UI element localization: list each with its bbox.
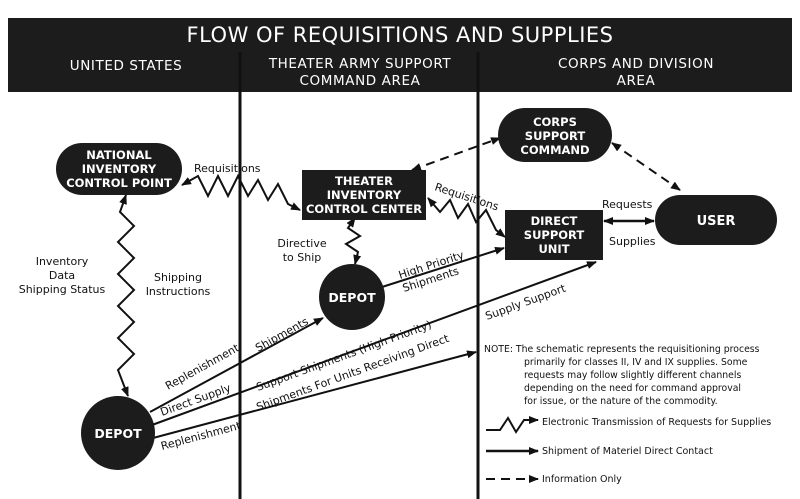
node-direct-support-unit: DIRECT SUPPORT UNIT <box>505 210 603 260</box>
node-nicp-line1: NATIONAL <box>86 148 152 162</box>
label-directive-line2: to Ship <box>283 251 322 264</box>
label-replenishment-upper: Replenishment <box>163 341 242 393</box>
label-inventory-line3: Shipping Status <box>19 283 106 296</box>
node-depot-theater-label: DEPOT <box>328 290 376 305</box>
flow-info-ticc-corps <box>411 137 501 171</box>
header-band: FLOW OF REQUISITIONS AND SUPPLIES UNITED… <box>8 18 792 92</box>
node-nicp-line3: CONTROL POINT <box>66 176 172 190</box>
node-depot-us: DEPOT <box>81 396 155 470</box>
label-supplies: Supplies <box>609 235 656 248</box>
node-dsu-line2: SUPPORT <box>524 228 585 242</box>
node-dsu-line1: DIRECT <box>531 214 578 228</box>
flow-lines <box>116 137 681 439</box>
node-corps-line1: CORPS <box>533 115 577 129</box>
note-line3: requests may follow slightly different c… <box>524 370 741 381</box>
label-directive-line1: Directive <box>277 237 327 250</box>
note-block: NOTE: The schematic represents the requi… <box>484 344 760 407</box>
label-shipments: Shipments <box>253 315 311 355</box>
node-depot-us-label: DEPOT <box>94 426 142 441</box>
flow-electronic-ticc-depot <box>344 217 362 265</box>
flow-shipment-depot-dsu-direct <box>151 261 597 426</box>
legend-shipment-label: Shipment of Materiel Direct Contact <box>542 446 713 457</box>
column-header-corps-line2: AREA <box>617 73 656 89</box>
node-ticc: THEATER INVENTORY CONTROL CENTER <box>302 170 426 220</box>
label-inventory-line2: Data <box>49 269 75 282</box>
node-dsu-line3: UNIT <box>538 242 569 256</box>
column-header-corps-line1: CORPS AND DIVISION <box>558 56 714 72</box>
note-line2: primarily for classes II, IV and IX supp… <box>524 357 748 368</box>
legend-electronic-symbol <box>486 416 539 434</box>
node-ticc-line3: CONTROL CENTER <box>306 202 422 216</box>
label-shipping-line2: Instructions <box>146 285 211 298</box>
note-line1: NOTE: The schematic represents the requi… <box>484 344 760 355</box>
label-shipping-line1: Shipping <box>154 271 202 284</box>
node-ticc-line2: INVENTORY <box>327 188 402 202</box>
node-ticc-line1: THEATER <box>335 174 393 188</box>
node-corps-line2: SUPPORT <box>525 129 586 143</box>
node-user: USER <box>655 195 777 245</box>
flow-electronic-nicp-ticc <box>181 173 301 211</box>
legend-electronic-label: Electronic Transmission of Requests for … <box>542 417 771 428</box>
node-nicp-line2: INVENTORY <box>82 162 157 176</box>
note-line5: for issue, or the nature of the commodit… <box>524 396 718 407</box>
label-replenishment-lower: Replenishment <box>159 419 242 453</box>
flow-shipment-depot-dsu <box>381 246 505 288</box>
label-requests: Requests <box>602 198 653 211</box>
flow-shipment-depot-depot <box>149 317 324 413</box>
label-requisitions-left: Requisitions <box>194 162 261 175</box>
column-header-theater-line2: COMMAND AREA <box>300 73 421 89</box>
column-header-theater-line1: THEATER ARMY SUPPORT <box>268 56 452 72</box>
note-line4: depending on the need for command approv… <box>524 383 741 394</box>
legend-information-label: Information Only <box>542 474 622 485</box>
diagram-title: FLOW OF REQUISITIONS AND SUPPLIES <box>187 23 614 47</box>
column-header-us: UNITED STATES <box>70 58 183 74</box>
node-depot-theater: DEPOT <box>319 264 385 330</box>
flow-electronic-nicp-depot <box>116 194 136 397</box>
node-user-label: USER <box>697 214 736 229</box>
legend: Electronic Transmission of Requests for … <box>486 416 771 485</box>
node-nicp: NATIONAL INVENTORY CONTROL POINT <box>56 143 182 195</box>
flow-info-corps-user <box>611 142 681 191</box>
flow-electronic-ticc-dsu <box>427 197 506 238</box>
label-inventory-line1: Inventory <box>36 255 89 268</box>
node-corps-line3: COMMAND <box>520 143 589 157</box>
flow-shipment-depot-corps <box>152 350 477 439</box>
node-corps-support-command: CORPS SUPPORT COMMAND <box>498 108 612 162</box>
